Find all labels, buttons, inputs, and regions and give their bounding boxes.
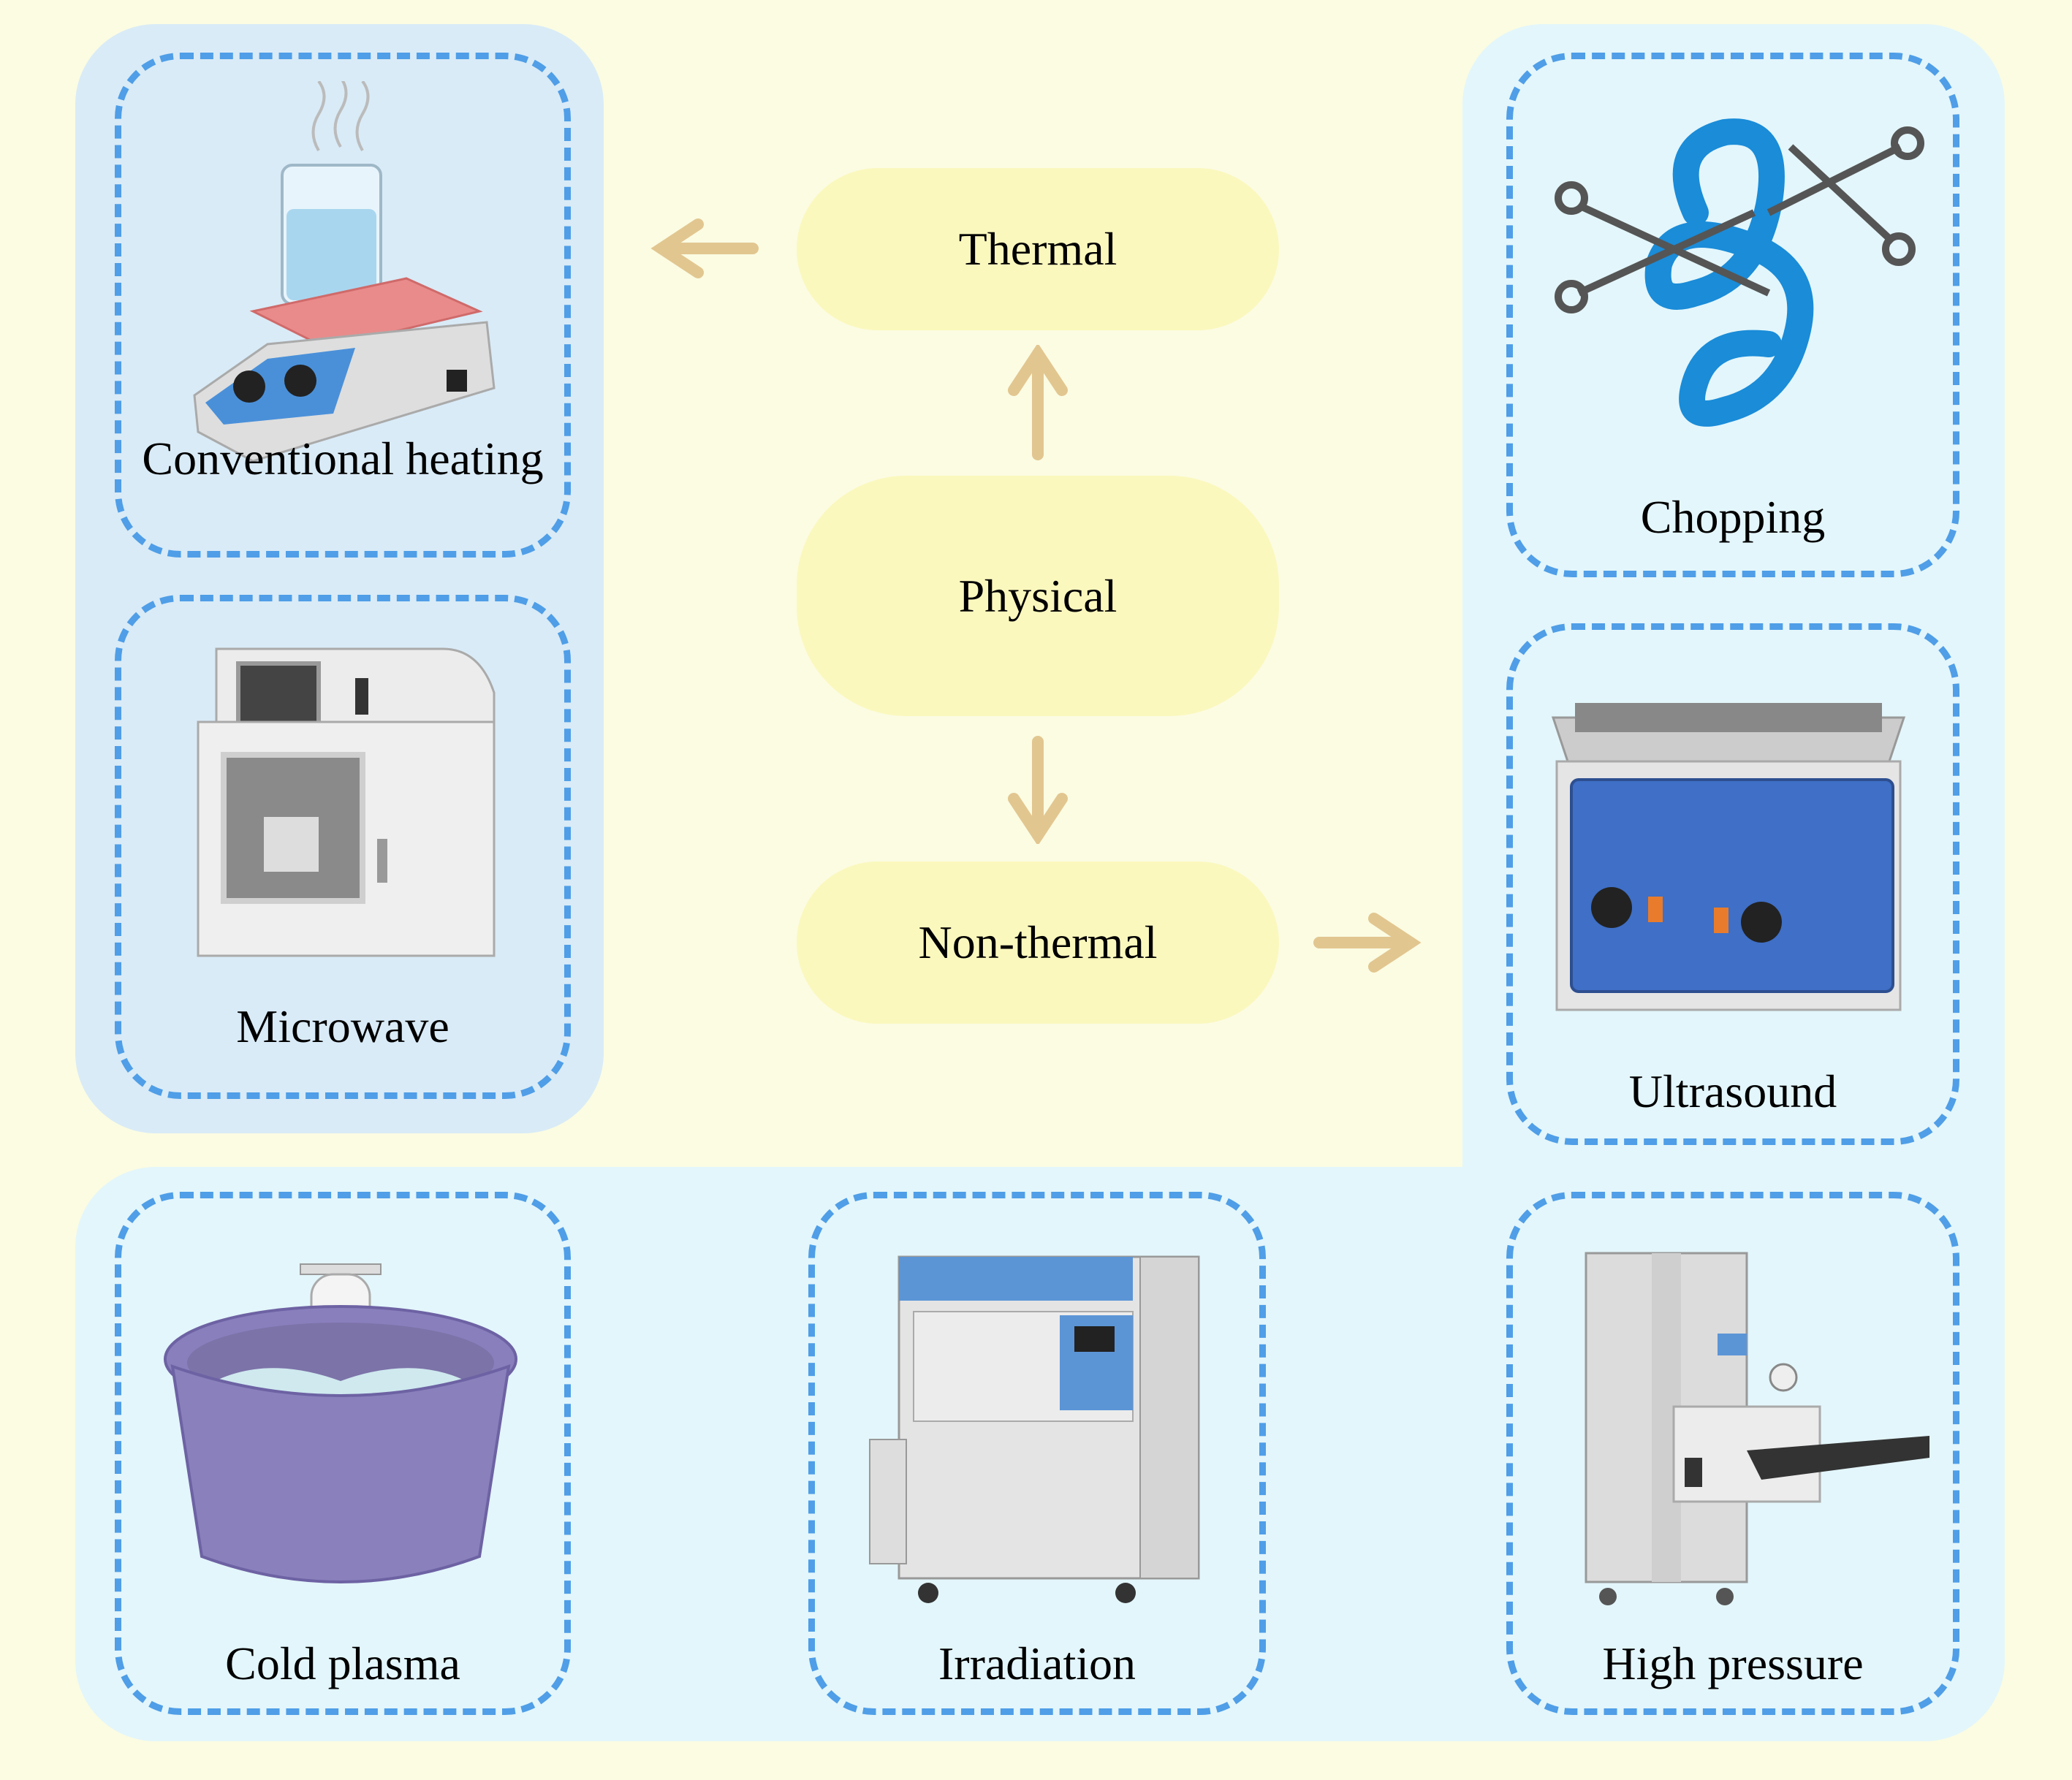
conventional-heating-label: Conventional heating bbox=[142, 433, 544, 484]
ultrasound-label: Ultrasound bbox=[1628, 1065, 1837, 1117]
high-pressure-machine-icon bbox=[1585, 1252, 1929, 1605]
microwave-label: Microwave bbox=[236, 1000, 449, 1052]
arrow-down-icon bbox=[1008, 736, 1068, 844]
non-thermal-node-label: Non-thermal bbox=[918, 916, 1158, 968]
ultrasound-card: Ultrasound bbox=[1506, 623, 1959, 1145]
irradiation-cabinet-icon bbox=[869, 1255, 1200, 1603]
arrow-up-icon bbox=[1008, 345, 1068, 460]
microwave-card: Microwave bbox=[115, 595, 571, 1099]
chopping-label: Chopping bbox=[1640, 491, 1826, 543]
thermal-node-label: Thermal bbox=[958, 223, 1117, 275]
arrow-right-icon bbox=[1313, 913, 1422, 973]
thermal-node: Thermal bbox=[797, 168, 1279, 330]
conventional-heating-card: Conventional heating bbox=[115, 53, 571, 558]
chopping-card: Chopping bbox=[1506, 53, 1959, 577]
cold-plasma-label: Cold plasma bbox=[225, 1638, 460, 1689]
high-pressure-label: High pressure bbox=[1602, 1638, 1864, 1689]
ice-bucket-tube-icon bbox=[164, 1263, 517, 1583]
microwave-reactor-icon bbox=[197, 647, 496, 957]
arrow-left-icon bbox=[650, 218, 759, 278]
scissors-fiber-icon bbox=[1555, 118, 1924, 427]
high-pressure-card: High pressure bbox=[1506, 1192, 1959, 1715]
physical-node: Physical bbox=[797, 476, 1279, 716]
physical-node-label: Physical bbox=[958, 569, 1117, 622]
irradiation-label: Irradiation bbox=[938, 1638, 1136, 1689]
cold-plasma-card: Cold plasma bbox=[115, 1192, 571, 1715]
irradiation-card: Irradiation bbox=[808, 1192, 1266, 1715]
non-thermal-node: Non-thermal bbox=[797, 862, 1279, 1024]
ultrasonic-bath-icon bbox=[1551, 703, 1906, 1011]
hotplate-beaker-icon bbox=[193, 81, 496, 463]
